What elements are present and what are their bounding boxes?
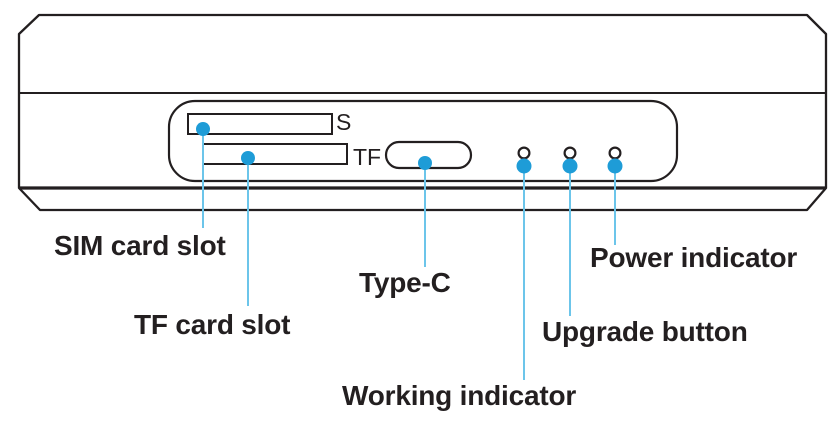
upgrade-button-marker-dot: [562, 158, 578, 174]
working-indicator-led: [517, 146, 531, 160]
tf-slot-marking: TF: [353, 144, 382, 170]
power-indicator-led: [608, 146, 622, 160]
power-indicator-marker-dot: [607, 158, 623, 174]
tf-marker-dot: [241, 151, 255, 165]
sim-card-slot-label: SIM card slot: [54, 230, 226, 261]
sim-card-slot-opening: [187, 113, 333, 135]
working-indicator-marker-dot: [516, 158, 532, 174]
power-indicator-label: Power indicator: [590, 242, 798, 273]
type-c-label: Type-C: [359, 267, 451, 298]
tf-card-slot-opening: [202, 143, 348, 165]
working-indicator-label: Working indicator: [342, 380, 577, 411]
sim-marker-dot: [196, 122, 210, 136]
sim-slot-marking: S: [336, 109, 352, 135]
tf-card-slot-label: TF card slot: [134, 309, 291, 340]
upgrade-button-hole: [563, 146, 577, 160]
upgrade-button-label: Upgrade button: [542, 316, 748, 347]
type-c-marker-dot: [418, 156, 432, 170]
